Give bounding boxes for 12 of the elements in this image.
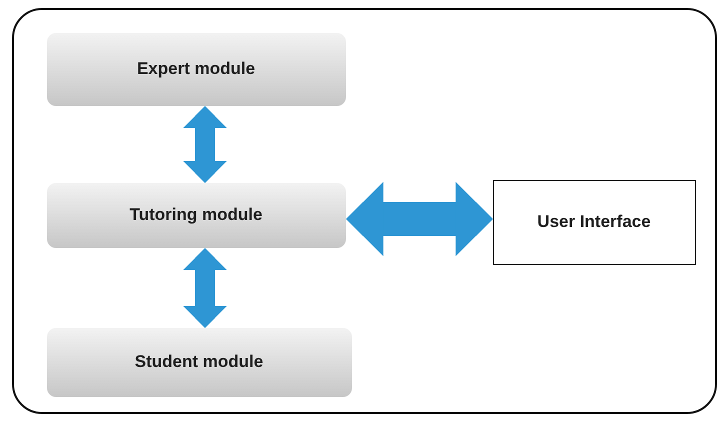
double-arrow [183, 248, 227, 328]
module-box [46, 328, 352, 396]
node-label: Tutoring module [130, 205, 262, 225]
double-arrow [346, 182, 493, 256]
frame-box [12, 8, 717, 414]
module-box [46, 32, 346, 106]
node-label: Expert module [136, 59, 256, 79]
interface-box [492, 180, 696, 264]
node-label: User Interface [537, 212, 651, 232]
node-label: Student module [134, 352, 264, 372]
module-box [46, 182, 346, 248]
double-arrow [183, 106, 227, 183]
